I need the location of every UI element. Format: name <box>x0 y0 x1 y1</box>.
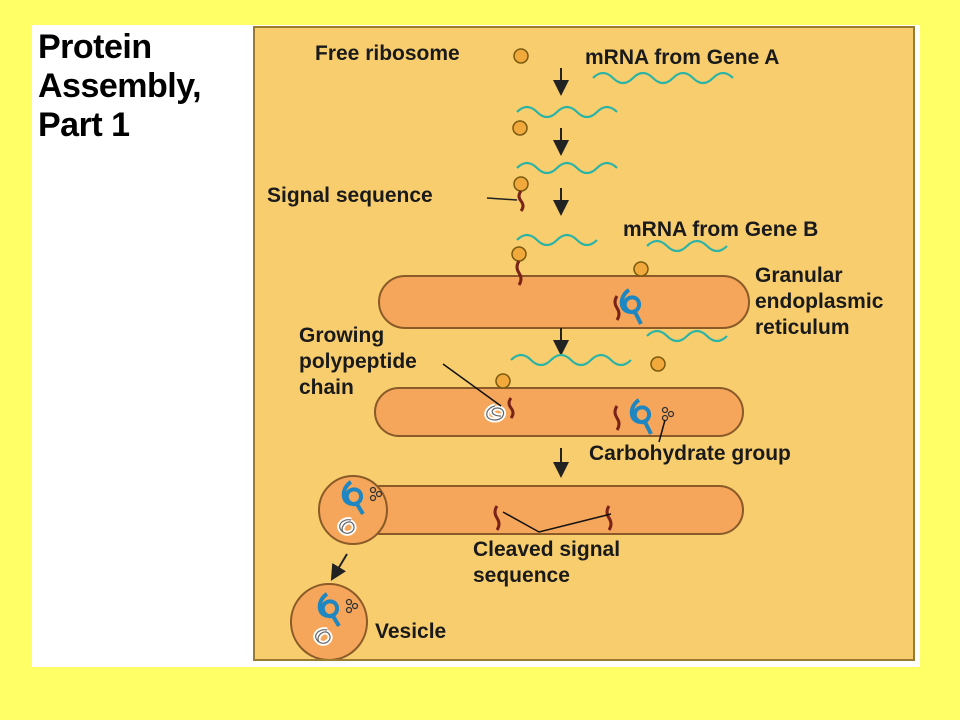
ribosomes <box>495 48 666 389</box>
mrna-strands <box>510 71 734 367</box>
signal-sequence-pointer <box>486 197 518 201</box>
label-cleaved-line1: Cleaved signal <box>473 538 621 561</box>
carbohydrate-groups <box>345 406 675 614</box>
er-membrane-1 <box>378 275 750 329</box>
label-mrna-gene-a: mRNA from Gene A <box>585 46 780 69</box>
diagram-panel: Free ribosome mRNA from Gene A Signal se… <box>253 26 915 661</box>
label-er-line2: endoplasmic <box>755 290 884 313</box>
label-growing-line2: polypeptide <box>299 350 417 373</box>
label-growing-line3: chain <box>299 376 354 399</box>
label-growing-line1: Growing <box>299 324 385 347</box>
label-free-ribosome: Free ribosome <box>315 42 460 65</box>
label-vesicle: Vesicle <box>375 620 447 643</box>
label-er-line3: reticulum <box>755 316 850 339</box>
folded-proteins <box>317 288 653 628</box>
flow-arrows <box>330 68 569 581</box>
label-signal-sequence: Signal sequence <box>267 184 433 207</box>
growing-chains-outline <box>315 405 505 644</box>
label-cleaved-line2: sequence <box>473 564 570 587</box>
er-membrane-3 <box>344 485 744 535</box>
leader-lines <box>442 363 666 533</box>
label-mrna-gene-b: mRNA from Gene B <box>623 218 819 241</box>
label-er-line1: Granular <box>755 264 843 287</box>
vesicle <box>290 583 368 659</box>
diagram-graphics <box>290 48 750 659</box>
label-carbohydrate-group: Carbohydrate group <box>589 442 791 465</box>
slide-title: Protein Assembly, Part 1 <box>38 28 202 144</box>
vesicle-budding <box>318 475 388 545</box>
er-membrane-2 <box>374 387 744 437</box>
signal-peptides <box>493 190 621 531</box>
